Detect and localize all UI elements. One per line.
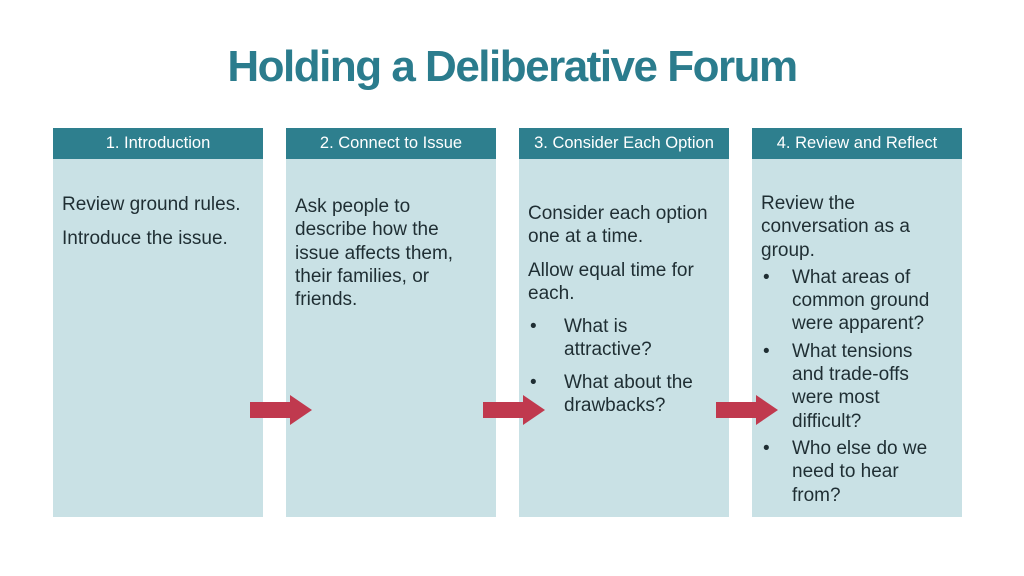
column-header: 2. Connect to Issue bbox=[286, 128, 496, 159]
process-column-introduction: 1. Introduction Review ground rules. Int… bbox=[53, 128, 263, 517]
bullet-item: • What tensions and trade-offs were most… bbox=[761, 340, 954, 433]
arrow-head bbox=[756, 395, 778, 425]
column-header: 4. Review and Reflect bbox=[752, 128, 962, 159]
paragraph: Consider each option one at a time. bbox=[528, 203, 708, 248]
right-arrow-icon bbox=[250, 395, 312, 425]
arrow-shaft bbox=[250, 402, 292, 418]
paragraph: Ask people to describe how the issue aff… bbox=[295, 196, 454, 311]
right-arrow-icon bbox=[483, 395, 545, 425]
column-body: Ask people to describe how the issue aff… bbox=[286, 159, 496, 517]
bullet-text: What is attractive? bbox=[564, 316, 652, 361]
bullet-text: What about the drawbacks? bbox=[564, 371, 693, 417]
column-body: Review ground rules. Introduce the issue… bbox=[53, 159, 263, 517]
process-column-consider-each-option: 3. Consider Each Option Consider each op… bbox=[519, 128, 729, 517]
bullet-icon: • bbox=[763, 437, 770, 459]
slide-title: Holding a Deliberative Forum bbox=[227, 42, 798, 91]
arrow-shaft bbox=[483, 402, 525, 418]
bullet-text: Who else do we need to hear from? bbox=[792, 437, 928, 506]
arrow-shaft bbox=[716, 402, 758, 418]
paragraph: Allow equal time for each. bbox=[528, 259, 694, 304]
bullet-text: What tensions and trade-offs were most d… bbox=[792, 340, 913, 432]
arrow-head bbox=[290, 395, 312, 425]
bullet-icon: • bbox=[763, 266, 770, 288]
column-header: 3. Consider Each Option bbox=[519, 128, 729, 159]
column-body: Consider each option one at a time. Allo… bbox=[519, 159, 729, 517]
arrow-head bbox=[523, 395, 545, 425]
paragraph: Review ground rules. bbox=[62, 194, 241, 215]
process-column-connect-to-issue: 2. Connect to Issue Ask people to descri… bbox=[286, 128, 496, 517]
bullet-icon: • bbox=[530, 371, 537, 393]
bullet-item: • What about the drawbacks? bbox=[528, 371, 721, 418]
bullet-item: • What is attractive? bbox=[528, 315, 721, 362]
bullet-item: • Who else do we need to hear from? bbox=[761, 437, 954, 507]
bullet-item: • What areas of common ground were appar… bbox=[761, 266, 954, 336]
process-column-review-and-reflect: 4. Review and Reflect Review the convers… bbox=[752, 128, 962, 517]
right-arrow-icon bbox=[716, 395, 778, 425]
bullet-text: What areas of common ground were apparen… bbox=[792, 266, 930, 335]
bullet-icon: • bbox=[763, 340, 770, 362]
paragraph: Introduce the issue. bbox=[62, 228, 228, 250]
column-header: 1. Introduction bbox=[53, 128, 263, 159]
bullet-icon: • bbox=[530, 316, 537, 338]
column-body: Review the conversation as a group. • Wh… bbox=[752, 159, 962, 517]
paragraph: Review the conversation as a group. bbox=[761, 193, 910, 261]
